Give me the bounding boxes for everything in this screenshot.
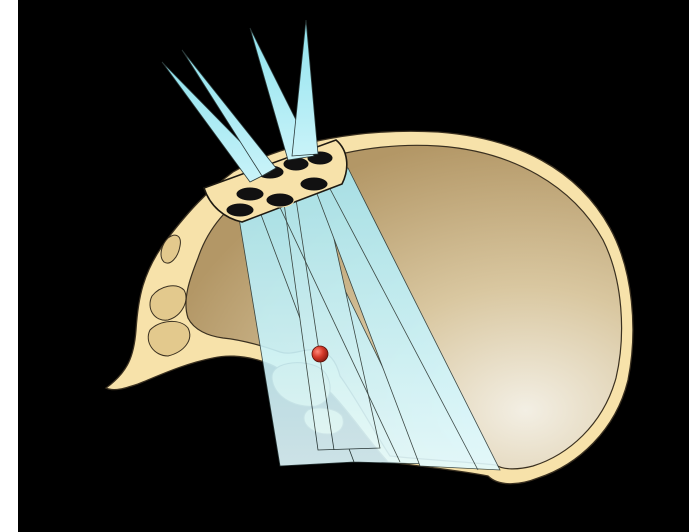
collimator-hole (266, 193, 294, 207)
radiosurgery-diagram (18, 0, 689, 532)
beam-cone (292, 20, 318, 156)
target-marker (312, 346, 328, 362)
collimator-hole (226, 203, 254, 217)
beam-cones (162, 20, 318, 182)
collimator-hole (236, 187, 264, 201)
beam-cone (162, 62, 270, 182)
diagram-frame (18, 0, 689, 532)
collimator-hole (300, 177, 328, 191)
